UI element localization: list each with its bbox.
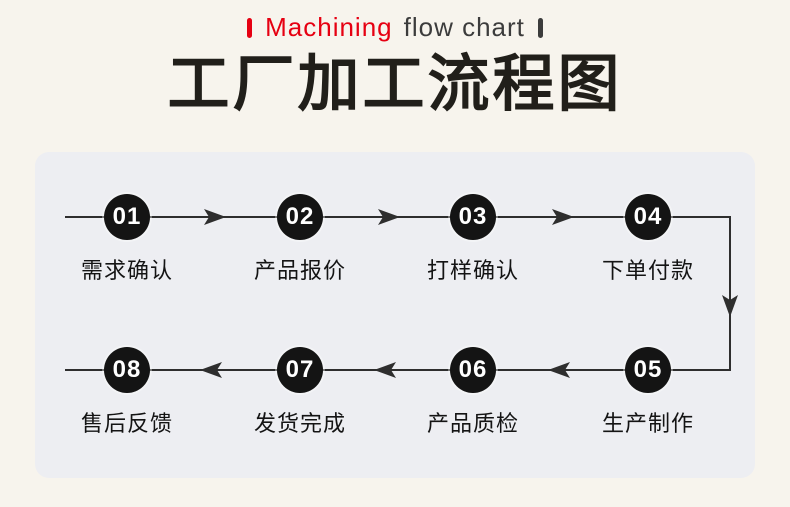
flow-connector-lines: [65, 209, 738, 378]
arrow-right-icon: [552, 209, 574, 225]
arrow-left-icon: [548, 362, 570, 378]
flow-step-07: 07 发货完成: [225, 347, 375, 438]
subtitle-rest: flow chart: [403, 12, 525, 42]
arrow-left-icon: [374, 362, 396, 378]
flow-step-02: 02 产品报价: [225, 194, 375, 285]
subtitle-highlight: Machining: [265, 12, 393, 42]
arrow-right-icon: [378, 209, 400, 225]
step-label: 发货完成: [253, 411, 346, 436]
step-number-badge: 05: [625, 347, 671, 393]
step-label: 打样确认: [426, 258, 519, 283]
step-label: 售后反馈: [80, 411, 173, 436]
dark-bar-icon: [537, 17, 543, 38]
flow-step-01: 01 需求确认: [52, 194, 202, 285]
arrow-right-icon: [204, 209, 226, 225]
step-number-badge: 06: [450, 347, 496, 393]
step-label: 需求确认: [80, 258, 173, 283]
flow-step-08: 08 售后反馈: [52, 347, 202, 438]
flow-step-03: 03 打样确认: [398, 194, 548, 285]
arrow-left-icon: [200, 362, 222, 378]
step-label: 生产制作: [601, 411, 694, 436]
flow-step-05: 05 生产制作: [573, 347, 723, 438]
step-number-badge: 03: [450, 194, 496, 240]
header-subtitle: Machining flow chart: [0, 12, 790, 43]
flow-step-06: 06 产品质检: [398, 347, 548, 438]
flowchart-panel: 01 需求确认 02 产品报价 03 打样确认 04 下单付款 05 生产制作 …: [35, 152, 755, 478]
step-number-badge: 04: [625, 194, 671, 240]
step-number-badge: 07: [277, 347, 323, 393]
arrow-down-icon: [722, 295, 738, 317]
flow-step-04: 04 下单付款: [573, 194, 723, 285]
step-label: 产品报价: [253, 258, 346, 283]
page-title: 工厂加工流程图: [167, 50, 623, 119]
step-number-badge: 08: [104, 347, 150, 393]
step-number-badge: 01: [104, 194, 150, 240]
red-bar-icon: [247, 17, 253, 38]
step-label: 下单付款: [601, 258, 694, 283]
step-label: 产品质检: [426, 411, 519, 436]
step-number-badge: 02: [277, 194, 323, 240]
